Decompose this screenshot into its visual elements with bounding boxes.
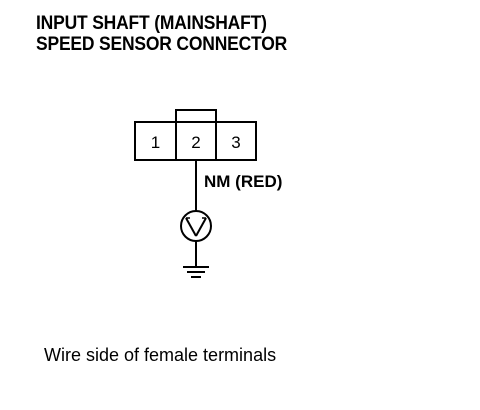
terminal-2: 2 bbox=[191, 133, 200, 152]
terminal-1: 1 bbox=[151, 133, 160, 152]
title-line-2: SPEED SENSOR CONNECTOR bbox=[36, 34, 288, 55]
connector-lock-tab bbox=[175, 109, 217, 123]
title-line-1: INPUT SHAFT (MAINSHAFT) bbox=[36, 13, 267, 34]
connector-body bbox=[134, 121, 257, 161]
diagram-title: INPUT SHAFT (MAINSHAFT) SPEED SENSOR CON… bbox=[36, 13, 287, 55]
terminal-3: 3 bbox=[231, 133, 240, 152]
voltmeter-icon bbox=[180, 210, 212, 242]
diagram-caption: Wire side of female terminals bbox=[44, 345, 277, 365]
connector: 1 2 3 bbox=[134, 109, 257, 161]
wire-color-label: NM (RED) bbox=[204, 172, 283, 191]
ground-icon bbox=[183, 266, 209, 278]
